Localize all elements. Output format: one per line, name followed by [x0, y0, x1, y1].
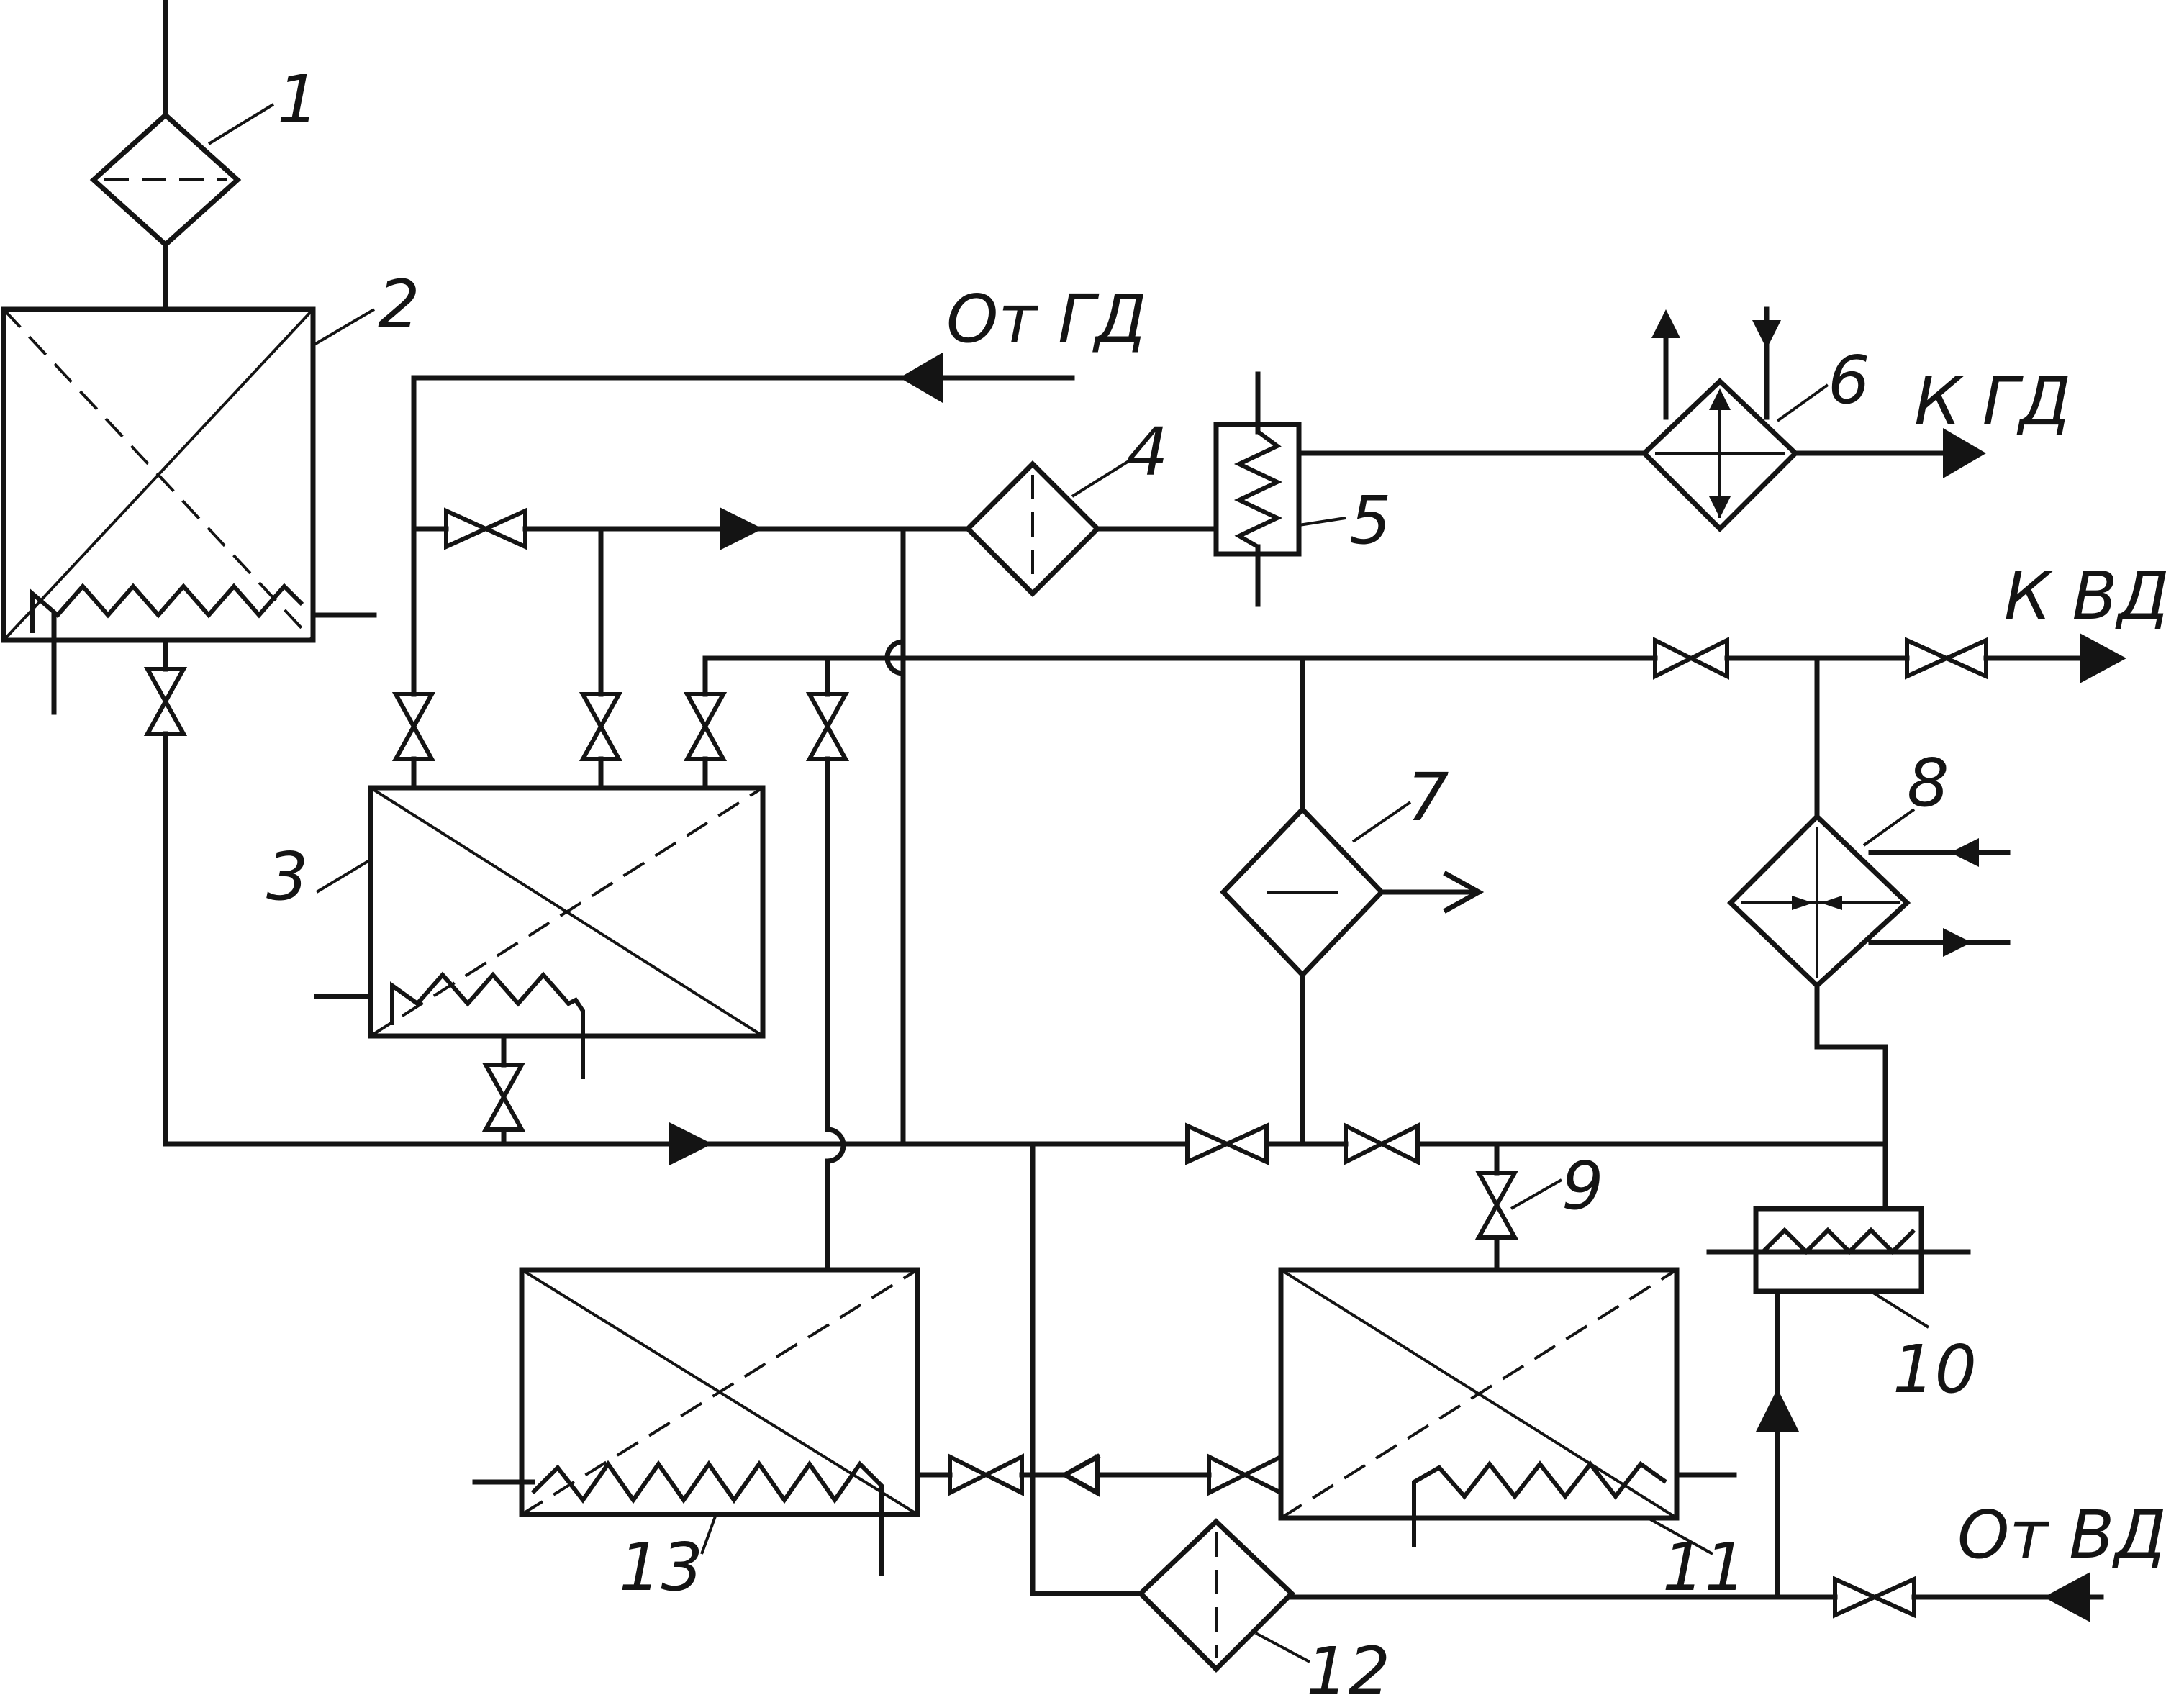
arrow-to-gd	[1943, 428, 1986, 478]
component-2-tank	[1, 306, 377, 715]
vd-supply-header	[702, 633, 2126, 819]
return-line-from-gd	[411, 353, 1075, 697]
tank13-supply-line	[825, 639, 906, 1273]
arrow-from-gd	[900, 353, 943, 403]
valve-from-vd[interactable]	[1833, 1576, 1916, 1619]
valve-9[interactable]	[1474, 1171, 1519, 1240]
tank3-inlet-valves	[391, 692, 850, 791]
label-2: 2	[378, 266, 420, 343]
label-12: 12	[1306, 1633, 1390, 1700]
label-from-gd: От ГД	[946, 281, 1146, 358]
valve-tank13-line[interactable]	[805, 692, 850, 761]
component-labels: 1 2 3 4 5 6 7 8 9 10 11 12 13	[266, 61, 1977, 1700]
arrow-to-vd	[2080, 633, 2126, 683]
label-11: 11	[1662, 1529, 1746, 1606]
component-5-heater	[1213, 371, 1644, 607]
valve-collector-1[interactable]	[1185, 1122, 1269, 1165]
valve-supply-header[interactable]	[444, 507, 527, 550]
component-13-tank	[472, 1267, 920, 1576]
arrow-flow-right-bottom	[669, 1122, 712, 1165]
valve-transfer-2[interactable]	[1207, 1453, 1283, 1496]
tank2-outlet-line	[143, 637, 830, 1165]
external-labels: От ГД К ГД К ВД От ВД	[946, 281, 2170, 1573]
label-to-gd: К ГД	[1914, 363, 2071, 440]
valve-vd-header-2[interactable]	[1905, 637, 1988, 680]
component-1-filter	[89, 0, 275, 312]
label-1: 1	[277, 61, 320, 138]
valve-tank3-outlet[interactable]	[481, 1063, 526, 1132]
valve-tank3-inlet-3[interactable]	[683, 692, 728, 761]
component-9-valve	[1474, 1141, 1562, 1273]
label-10: 10	[1893, 1331, 1977, 1408]
label-5: 5	[1349, 482, 1392, 559]
component-8-exchanger	[1726, 808, 2011, 1147]
label-8: 8	[1907, 745, 1949, 822]
label-7: 7	[1407, 759, 1449, 836]
valve-tank3-inlet-1[interactable]	[391, 692, 436, 761]
label-to-vd: К ВД	[2004, 558, 2170, 635]
component-12-filter	[1030, 1518, 2104, 1673]
valve-transfer-1[interactable]	[948, 1453, 1024, 1496]
valve-vd-header-1[interactable]	[1653, 637, 1729, 680]
bottom-collector	[825, 1122, 1888, 1596]
label-9: 9	[1562, 1147, 1604, 1224]
label-6: 6	[1828, 342, 1870, 419]
supply-header	[411, 507, 967, 1147]
component-4-filter	[964, 459, 1219, 597]
component-3-tank	[314, 785, 766, 1147]
label-4: 4	[1126, 414, 1169, 491]
valve-tank2-outlet[interactable]	[143, 667, 188, 736]
component-10-heater	[1706, 1141, 1971, 1600]
component-11-tank	[1278, 1267, 1737, 1555]
label-3: 3	[266, 838, 309, 915]
arrow-from-vd	[2044, 1572, 2090, 1622]
component-7-separator	[1220, 801, 1485, 1147]
valve-collector-2[interactable]	[1344, 1122, 1420, 1165]
label-from-vd: От ВД	[1957, 1496, 2166, 1573]
label-13: 13	[619, 1529, 703, 1606]
arrow-up-to-heater	[1756, 1388, 1799, 1432]
valve-tank3-inlet-2[interactable]	[579, 692, 623, 761]
component-6-exchanger	[1640, 306, 1986, 532]
arrow-supply-right	[720, 507, 763, 550]
tank-transfer-line	[915, 1453, 1283, 1497]
